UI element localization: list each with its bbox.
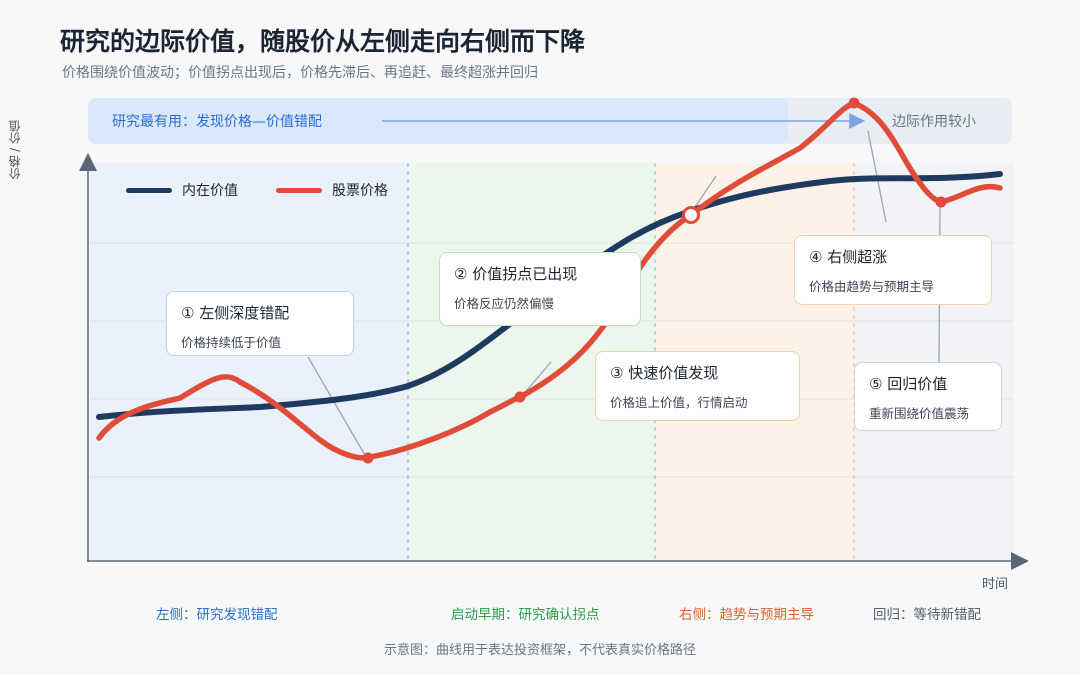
legend-swatch-intrinsic: [126, 187, 172, 193]
note-title: ② 价值拐点已出现: [454, 265, 578, 283]
note-right-overshoot: ④ 右侧超涨 价格由趋势与预期主导: [794, 235, 992, 305]
note-body: 价格由趋势与预期主导: [809, 279, 935, 294]
point-deep-mismatch: [362, 452, 374, 464]
note-body: 价格追上价值，行情启动: [610, 395, 748, 410]
note-body: 重新围绕价值震荡: [869, 406, 970, 421]
phase-label-early: 启动早期：研究确认拐点: [451, 607, 600, 623]
banner-left-text: 研究最有用：发现价格—价值错配: [112, 114, 322, 130]
phase-label-right: 右侧：趋势与预期主导: [679, 607, 814, 623]
phase-label-revert: 回归：等待新错配: [873, 607, 981, 623]
y-axis-label: 价格 / 价值: [8, 120, 22, 180]
note-title: ⑤ 回归价值: [869, 375, 948, 393]
banner-right-text: 边际作用较小: [892, 114, 976, 130]
note-revert: ⑤ 回归价值 重新围绕价值震荡: [854, 362, 1002, 431]
legend-label: 股票价格: [332, 183, 388, 199]
note-fast-discovery: ③ 快速价值发现 价格追上价值，行情启动: [595, 351, 800, 421]
phase-label-left: 左侧：研究发现错配: [156, 607, 278, 623]
key-points: [362, 97, 947, 464]
note-left-mismatch: ① 左侧深度错配 价格持续低于价值: [166, 291, 354, 356]
page-subtitle: 价格围绕价值波动；价值拐点出现后，价格先滞后、再追赶、最终超涨并回归: [62, 65, 538, 81]
stock-price-line: [96, 101, 1003, 461]
point-inflection: [514, 391, 526, 403]
x-axis-label: 时间: [981, 577, 1008, 592]
point-catch-up: [682, 206, 700, 224]
point-revert: [935, 196, 947, 208]
note-body: 价格反应仍然偏慢: [454, 296, 555, 311]
legend-label: 内在价值: [182, 183, 238, 199]
footnote: 示意图：曲线用于表达投资框架，不代表真实价格路径: [383, 643, 696, 658]
legend-swatch-price: [276, 187, 322, 193]
point-peak: [848, 97, 860, 109]
note-body: 价格持续低于价值: [181, 335, 282, 350]
note-title: ③ 快速价值发现: [610, 364, 719, 382]
note-title: ④ 右侧超涨: [809, 248, 888, 266]
note-inflection: ② 价值拐点已出现 价格反应仍然偏慢: [439, 252, 641, 326]
phase-band-revert: [854, 163, 1014, 560]
page-title: 研究的边际价值，随股价从左侧走向右侧而下降: [60, 27, 586, 56]
phase-band-left: [90, 163, 408, 560]
note-title: ① 左侧深度错配: [181, 304, 290, 322]
legend-stock-price: 股票价格: [276, 180, 388, 200]
legend-intrinsic-value: 内在价值: [126, 180, 238, 200]
